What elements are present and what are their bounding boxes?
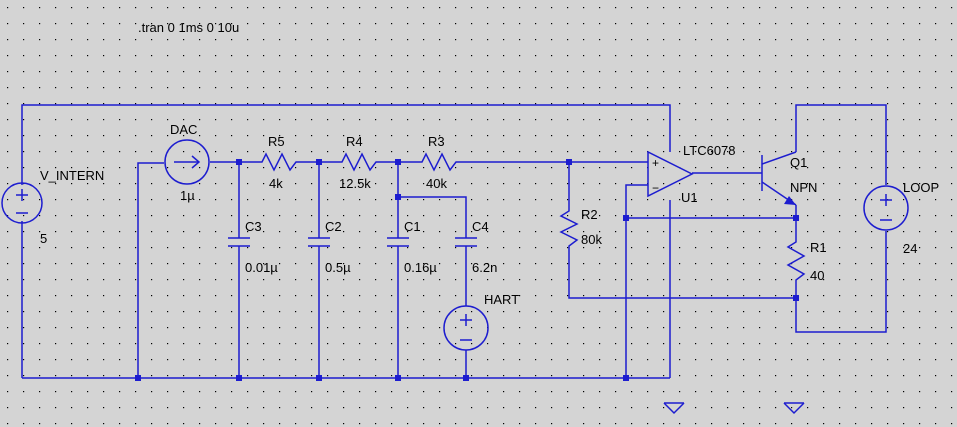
opamp-u1[interactable]: + − bbox=[647, 150, 694, 198]
v-intern-name: V_INTERN bbox=[40, 168, 104, 183]
loop-name: LOOP bbox=[903, 180, 939, 195]
dac-name: DAC bbox=[170, 122, 197, 137]
junction-dot bbox=[395, 159, 401, 165]
ground-icon bbox=[663, 402, 685, 415]
r4-value: 12.5k bbox=[339, 176, 371, 191]
junction-dot bbox=[316, 375, 322, 381]
voltage-source-loop[interactable] bbox=[863, 185, 909, 231]
u1-name: U1 bbox=[681, 190, 698, 205]
r2-value: 80k bbox=[581, 232, 602, 247]
wire-collector-loop bbox=[795, 104, 887, 185]
r5-value: 4k bbox=[269, 176, 283, 191]
dac-value: 1µ bbox=[180, 188, 195, 203]
junction-dot bbox=[793, 215, 799, 221]
c3-name: C3 bbox=[245, 219, 262, 234]
resistor-r4[interactable] bbox=[336, 152, 382, 172]
resistor-r3[interactable] bbox=[416, 152, 462, 172]
junction-dot bbox=[236, 375, 242, 381]
r1-name: R1 bbox=[810, 240, 827, 255]
wire-r1-loop bbox=[795, 231, 887, 333]
junction-dot bbox=[236, 159, 242, 165]
resistor-r2[interactable] bbox=[559, 205, 579, 252]
c4-name: C4 bbox=[472, 219, 489, 234]
opamp-plus-sign: + bbox=[652, 156, 659, 170]
r1-value: 40 bbox=[810, 268, 824, 283]
c2-name: C2 bbox=[325, 219, 342, 234]
resistor-r1[interactable] bbox=[786, 236, 806, 286]
loop-value: 24 bbox=[903, 241, 917, 256]
c3-value: 0.01µ bbox=[245, 260, 278, 275]
capacitor-c4[interactable] bbox=[455, 237, 477, 247]
r3-value: 40k bbox=[426, 176, 447, 191]
r5-name: R5 bbox=[268, 134, 285, 149]
wire-c4-top bbox=[398, 196, 467, 238]
wire-r2-bottom bbox=[568, 252, 796, 299]
junction-dot bbox=[463, 375, 469, 381]
hart-name: HART bbox=[484, 292, 519, 307]
junction-dot bbox=[395, 194, 401, 200]
junction-dot bbox=[623, 375, 629, 381]
capacitor-c3[interactable] bbox=[228, 237, 250, 247]
opamp-minus-sign: − bbox=[652, 181, 659, 195]
spice-directive[interactable]: .tran 0 1ms 0 10u bbox=[138, 20, 239, 35]
junctions bbox=[135, 159, 799, 381]
v-intern-value: 5 bbox=[40, 231, 47, 246]
voltage-source-v-intern[interactable] bbox=[1, 182, 43, 224]
c1-value: 0.16µ bbox=[404, 260, 437, 275]
wire-opamp-minus bbox=[625, 184, 648, 378]
c1-name: C1 bbox=[404, 219, 421, 234]
q1-name: Q1 bbox=[790, 155, 807, 170]
c2-value: 0.5µ bbox=[325, 260, 351, 275]
voltage-source-hart[interactable] bbox=[443, 305, 489, 351]
r3-name: R3 bbox=[428, 134, 445, 149]
junction-dot bbox=[316, 159, 322, 165]
ground-icon bbox=[783, 402, 805, 415]
r2-name: R2 bbox=[581, 207, 598, 222]
transistor-q1[interactable] bbox=[761, 151, 797, 206]
wire-top-rail bbox=[21, 104, 671, 185]
resistor-r5[interactable] bbox=[256, 152, 302, 172]
capacitor-c1[interactable] bbox=[387, 237, 409, 247]
junction-dot bbox=[793, 295, 799, 301]
q1-type: NPN bbox=[790, 180, 817, 195]
current-source-dac[interactable] bbox=[164, 139, 210, 185]
r4-name: R4 bbox=[346, 134, 363, 149]
junction-dot bbox=[566, 159, 572, 165]
wire-dac-ground bbox=[137, 162, 164, 378]
junction-dot bbox=[395, 375, 401, 381]
c4-value: 6.2n bbox=[472, 260, 497, 275]
capacitor-c2[interactable] bbox=[308, 237, 330, 247]
junction-dot bbox=[135, 375, 141, 381]
u1-part: LTC6078 bbox=[683, 143, 736, 158]
junction-dot bbox=[623, 215, 629, 221]
